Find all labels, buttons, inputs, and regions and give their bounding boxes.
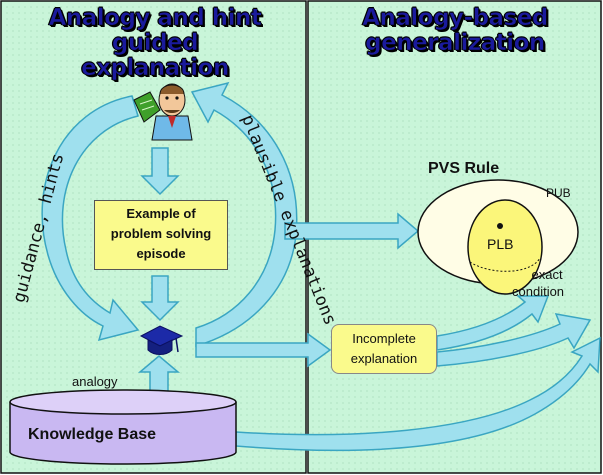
- incomplete-line-2: explanation: [350, 351, 418, 366]
- incomplete-upper-arrow: [436, 295, 550, 351]
- analogy-label: analogy: [72, 374, 118, 389]
- down-arrow-bottom: [140, 275, 180, 322]
- exact-condition-label: exact condition: [512, 266, 564, 300]
- example-line-1: Example of: [126, 206, 196, 221]
- explanations-arrow: [190, 81, 298, 348]
- plb-dot: [497, 223, 503, 229]
- knowledge-base-label: Knowledge Base: [28, 426, 157, 443]
- teacher-icon: [133, 83, 193, 141]
- example-to-rule-arrow: [284, 212, 420, 250]
- right-title-line-1: Analogy-based: [362, 5, 549, 31]
- pub-label: PUB: [546, 186, 571, 200]
- example-box: Example of problem solving episode: [94, 200, 228, 270]
- incomplete-line-1: Incomplete: [352, 331, 416, 346]
- plb-label: PLB: [487, 236, 514, 252]
- down-arrow-top: [140, 147, 180, 196]
- example-line-2: problem solving: [110, 226, 212, 241]
- exact-line: exact: [531, 267, 563, 282]
- left-panel-title: Analogy and hint guided explanation: [40, 5, 270, 81]
- graduation-cap-icon: [139, 325, 184, 355]
- right-panel-title: Analogy-based generalization: [335, 5, 575, 56]
- left-title-line-2: guided explanation: [81, 30, 230, 81]
- left-title-line-1: Analogy and hint: [48, 5, 262, 31]
- incomplete-explanation-box: Incomplete explanation: [331, 324, 437, 374]
- incomplete-right-arrow: [436, 313, 592, 367]
- example-line-3: episode: [136, 246, 186, 261]
- exact-condition-line: [469, 257, 541, 272]
- plb-ellipse: [467, 199, 543, 295]
- condition-line: condition: [512, 284, 565, 299]
- right-title-line-2: generalization: [365, 30, 546, 56]
- pvs-rule-label: PVS Rule: [428, 160, 500, 177]
- guidance-arrow: [41, 95, 140, 342]
- kb-generalization-arrow: [235, 336, 601, 452]
- cap-to-incomplete-arrow: [195, 332, 332, 368]
- database-cylinder-icon: [9, 389, 237, 465]
